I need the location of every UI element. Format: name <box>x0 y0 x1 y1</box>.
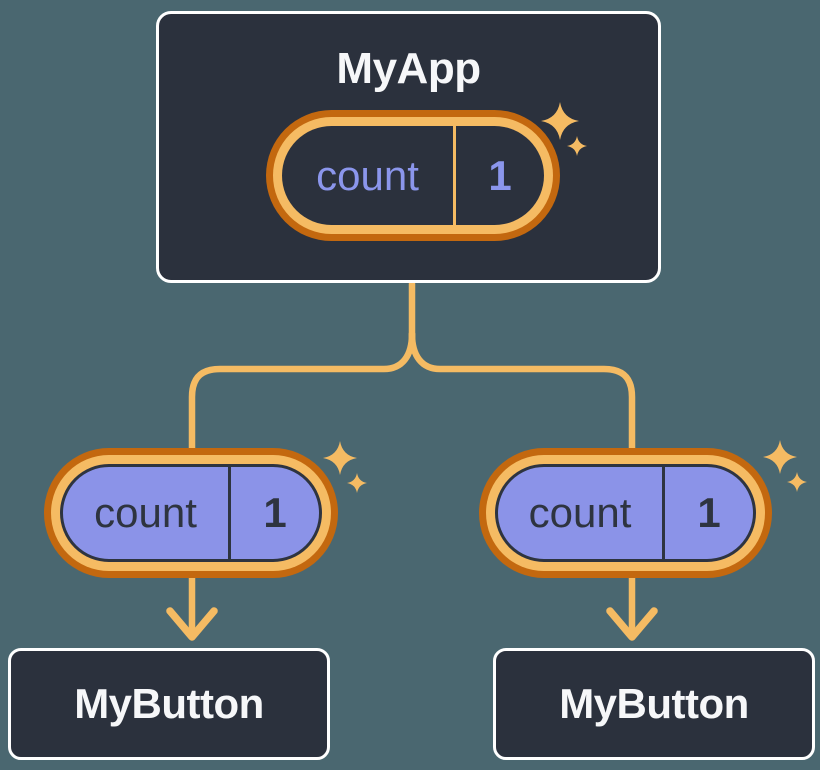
connector-left-branch <box>188 330 416 640</box>
state-key: count <box>94 489 197 536</box>
state-key: count <box>528 489 632 536</box>
state-pill-ring: count 1 <box>486 455 765 571</box>
state-pill-body: count 1 <box>282 126 544 225</box>
state-pill-root: count 1 <box>266 110 560 241</box>
state-value: 1 <box>228 467 319 559</box>
state-pill-ring: count 1 <box>51 455 331 571</box>
state-value: 1 <box>453 126 544 225</box>
component-label: MyButton <box>559 680 749 727</box>
state-pill-body: count 1 <box>495 464 756 562</box>
state-pill-right-child: count 1 <box>479 448 772 578</box>
sparkle-icon <box>323 441 367 493</box>
state-key: count <box>316 151 419 199</box>
state-pill-body: count 1 <box>60 464 322 562</box>
connector-right-branch <box>408 330 636 640</box>
arrow-down-icon <box>606 607 658 641</box>
sparkle-icon <box>541 102 587 156</box>
state-pill-ring: count 1 <box>273 117 553 234</box>
component-node-mybutton-right: MyButton <box>493 648 815 760</box>
component-label: MyButton <box>74 680 264 727</box>
arrow-down-icon <box>166 607 218 641</box>
sparkle-icon <box>763 440 807 492</box>
state-value: 1 <box>662 467 753 559</box>
component-label: MyApp <box>336 44 481 93</box>
state-pill-left-child: count 1 <box>44 448 338 578</box>
component-node-mybutton-left: MyButton <box>8 648 330 760</box>
